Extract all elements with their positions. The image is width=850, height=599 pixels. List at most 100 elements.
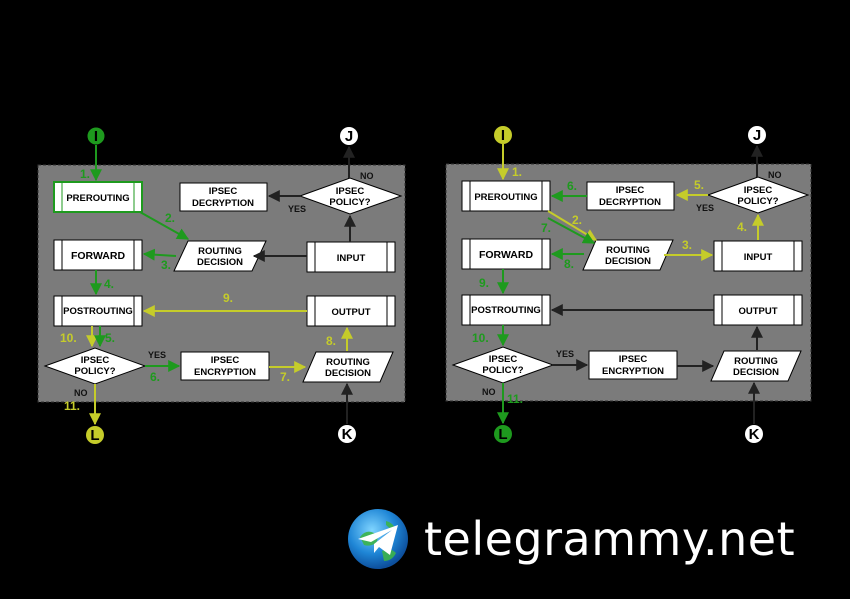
left-node-l: L [86,426,104,444]
right-postrouting-label: POSTROUTING [471,305,541,316]
left-step-7: 7. [280,370,290,384]
ipsec-decryption-label-2: DECRYPTION [192,198,254,209]
right-input-box: INPUT [713,240,803,272]
right-step-4: 4. [737,220,747,234]
left-arrows [86,145,356,426]
output-label: OUTPUT [331,307,370,318]
ipsec-encryption-label-1: IPSEC [211,355,240,366]
routing-decision-bottom-label-2: DECISION [325,368,371,379]
left-yes-top: YES [288,204,306,214]
left-step-8: 8. [326,334,336,348]
right-node-k: K [745,425,763,443]
right-ipsec-policy-label-2: POLICY? [737,196,778,207]
left-step-9: 9. [223,291,233,305]
left-routing-decision-mid: ROUTING DECISION [173,240,267,272]
right-node-i: I [494,126,512,144]
left-step-labels: 1. 2. 3. 4. 5. 6. 7. 8. 9. 10. 11. NO YE… [60,167,374,413]
telegram-globe-icon [348,509,408,569]
ipsec-policy-bottom-label-2: POLICY? [74,366,115,377]
right-ipsec-decryption-box: IPSEC DECRYPTION [586,181,675,211]
right-node-j-label: J [753,127,761,144]
right-prerouting-label: PREROUTING [474,192,537,203]
right-ipsec-policy-top: IPSEC POLICY? [706,176,810,214]
postrouting-label: POSTROUTING [63,306,133,317]
left-node-i: I [86,126,106,146]
ipsec-decryption-label-1: IPSEC [209,186,238,197]
right-step-labels: 1. 2. 3. 4. 5. 6. 7. 8. 9. 10. 11. NO YE… [472,165,782,406]
right-step-1: 1. [512,165,522,179]
node-j-label: J [345,128,353,145]
right-diagram: I J L K PREROUTING IPSEC DECRYPTION IPSE… [445,126,812,443]
right-routing-decision-mid: ROUTING DECISION [582,239,674,271]
right-step-10: 10. [472,331,489,345]
right-ipsec-decryption-label-2: DECRYPTION [599,197,661,208]
left-step-5: 5. [105,331,115,345]
left-ipsec-decryption-box: IPSEC DECRYPTION [179,182,268,212]
right-routing-decision-label-1: ROUTING [606,245,650,256]
right-ipsec-policy-bottom-label-2: POLICY? [482,365,523,376]
right-prerouting-box: PREROUTING [461,180,551,212]
node-i-label: I [94,128,98,145]
right-node-i-label: I [501,127,505,144]
right-ipsec-encryption-label-1: IPSEC [619,354,648,365]
right-step-2: 2. [572,213,582,227]
right-arrows [497,144,764,425]
left-step-3: 3. [161,258,171,272]
right-node-j: J [748,126,766,144]
right-step-11: 11. [507,392,523,406]
routing-decision-bottom-label-1: ROUTING [326,357,370,368]
right-step-6: 6. [567,179,577,193]
left-ipsec-policy-bottom: IPSEC POLICY? [43,347,147,385]
right-step-7: 7. [541,221,551,235]
ipsec-policy-label-1: IPSEC [336,186,365,197]
left-step-6: 6. [150,370,160,384]
forward-label: FORWARD [71,250,125,262]
right-routing-decision-label-2: DECISION [605,256,651,267]
left-prerouting-box: PREROUTING [53,181,143,213]
right-no-bottom: NO [482,387,496,397]
right-ipsec-decryption-label-1: IPSEC [616,185,645,196]
right-node-l: L [494,425,512,443]
ipsec-encryption-label-2: ENCRYPTION [194,367,256,378]
left-no-bottom: NO [74,388,88,398]
right-forward-label: FORWARD [479,249,533,261]
right-step-3: 3. [682,238,692,252]
left-postrouting-box: POSTROUTING [53,295,143,327]
routing-decision-label-2: DECISION [197,257,243,268]
left-diagram: I J L K PREROUTING IPSEC DECRYPTION IPSE… [37,126,406,444]
right-routing-decision-bottom-label-2: DECISION [733,367,779,378]
right-no-top: NO [768,170,782,180]
right-output-label: OUTPUT [738,306,777,317]
right-routing-decision-bottom-label-1: ROUTING [734,356,778,367]
right-routing-decision-bottom: ROUTING DECISION [710,350,802,382]
left-forward-box: FORWARD [53,239,143,271]
prerouting-label: PREROUTING [66,193,129,204]
right-ipsec-policy-bottom-label-1: IPSEC [489,354,518,365]
left-output-box: OUTPUT [306,295,396,327]
left-step-1: 1. [80,167,90,181]
left-step-10: 10. [60,331,77,345]
right-input-label: INPUT [744,252,773,263]
right-node-k-label: K [749,426,760,443]
ipsec-policy-bottom-label-1: IPSEC [81,355,110,366]
left-node-k: K [338,425,356,443]
node-k-label: K [342,426,353,443]
right-ipsec-encryption-box: IPSEC ENCRYPTION [588,350,678,380]
right-step-9: 9. [479,276,489,290]
brand-watermark: telegrammy.net [346,506,795,572]
left-step-2: 2. [165,211,175,225]
left-yes-bottom: YES [148,350,166,360]
brand-text: telegrammy.net [424,512,796,566]
left-step-11: 11. [64,399,80,413]
right-yes-bottom: YES [556,349,574,359]
left-ipsec-policy-top: IPSEC POLICY? [298,177,403,215]
right-step-5: 5. [694,178,704,192]
node-l-label: L [90,427,99,444]
right-node-l-label: L [498,426,507,443]
routing-decision-label-1: ROUTING [198,246,242,257]
right-ipsec-policy-label-1: IPSEC [744,185,773,196]
right-ipsec-encryption-label-2: ENCRYPTION [602,366,664,377]
right-postrouting-box: POSTROUTING [461,294,551,326]
left-ipsec-encryption-box: IPSEC ENCRYPTION [180,351,270,381]
input-label: INPUT [337,253,366,264]
